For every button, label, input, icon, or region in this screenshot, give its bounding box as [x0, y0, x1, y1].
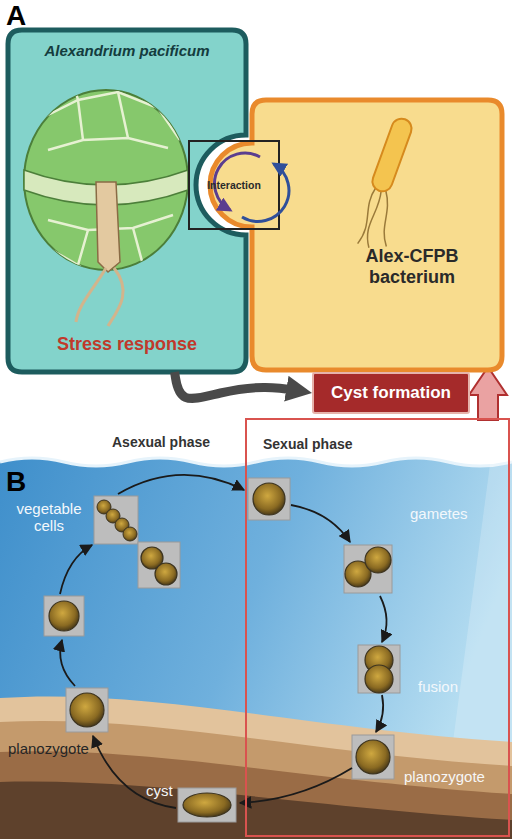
micrograph	[344, 545, 392, 593]
cycle-arrow	[118, 475, 244, 494]
water-body	[0, 458, 512, 839]
vegetative-cell	[155, 563, 177, 585]
micrograph-frame	[358, 645, 400, 693]
bacterium-name: Alex-CFPB bacterium	[352, 246, 472, 287]
sulcus	[96, 182, 120, 272]
bacterium-rod	[370, 116, 415, 194]
plate-suture	[38, 92, 180, 140]
plate-suture	[78, 230, 98, 280]
plate-suture	[43, 245, 78, 265]
planozygote-cell	[70, 693, 104, 727]
fusing-cell	[365, 665, 393, 693]
interaction-arc	[242, 164, 289, 221]
cycle-arrow	[291, 505, 350, 542]
bacterium-illustration	[350, 116, 429, 253]
micrograph-frame	[66, 688, 108, 732]
micrograph-frame	[178, 788, 236, 822]
sediment-layer	[0, 721, 512, 839]
stage-label: vegetable cells	[8, 500, 90, 535]
process-arrow	[175, 372, 312, 399]
micrograph-frame	[352, 735, 394, 779]
vegetative-cell	[49, 601, 79, 631]
bacterium-box: Alex-CFPB bacterium	[252, 100, 502, 370]
cycle-arrow	[376, 695, 383, 732]
sediment-layer	[0, 751, 512, 839]
phase-label: Asexual phase	[112, 434, 242, 450]
micrograph	[138, 542, 180, 588]
stage-label: fusion	[418, 678, 498, 695]
interaction-box: Interaction	[188, 140, 280, 230]
cycle-arrow	[60, 545, 92, 594]
response-label: Stress response	[18, 334, 236, 355]
micrograph	[248, 478, 290, 520]
gamete-cell	[365, 547, 391, 573]
micrograph	[44, 596, 84, 636]
phase-label: Sexual phase	[263, 436, 423, 452]
micrograph-frame	[344, 545, 392, 593]
cyst-cell	[183, 793, 231, 817]
plate-suture	[118, 60, 123, 92]
cycle-arrow	[60, 640, 75, 686]
micrograph-frame	[248, 478, 290, 520]
micrograph-frame	[94, 496, 138, 544]
stage-label: gametes	[410, 505, 500, 522]
sediment-layer	[0, 782, 512, 839]
theca-plates	[38, 60, 180, 280]
micrograph	[178, 788, 236, 822]
dinoflagellate-illustration	[24, 60, 188, 326]
increase-arrow	[469, 367, 507, 420]
node-shape	[252, 100, 502, 370]
life-cycle-arrows	[60, 475, 387, 808]
micrograph	[358, 645, 400, 693]
plate-suture	[118, 92, 128, 138]
stage-label: cyst	[146, 782, 186, 799]
plate-suture	[143, 245, 173, 265]
plate-suture	[78, 100, 83, 140]
plate-suture	[158, 85, 173, 108]
water-surface	[0, 458, 512, 466]
micrograph	[352, 735, 394, 779]
panel-letter: B	[6, 466, 36, 498]
node-shape	[8, 30, 246, 372]
plate-suture	[133, 228, 143, 265]
outcome-label: Cyst formation	[314, 383, 468, 403]
cycle-arrow	[240, 768, 352, 803]
interaction-label: Interaction	[190, 179, 278, 191]
micrograph	[66, 688, 108, 732]
micrograph-frame	[138, 542, 180, 588]
stage-label: planozygote	[404, 768, 504, 785]
micrograph-frame	[44, 596, 84, 636]
alga-cell-box: Alexandrium pacificumStress response	[8, 30, 246, 372]
stage-label: planozygote	[8, 740, 108, 757]
plate-suture	[70, 70, 78, 100]
bacterial-flagellum	[368, 190, 405, 247]
micrograph	[94, 496, 138, 544]
alga-cell-outline	[8, 30, 246, 372]
panel-letter: A	[6, 0, 36, 32]
cycle-arrow	[380, 596, 387, 642]
flagellum	[108, 268, 123, 326]
dinoflagellate-cell	[253, 483, 285, 515]
planozygote-cell	[356, 740, 390, 774]
plate-suture	[48, 138, 168, 150]
chain-cell	[123, 527, 137, 541]
outcome-box: Cyst formation	[312, 372, 470, 414]
species-name: Alexandrium pacificum	[22, 42, 232, 59]
flagellum	[76, 268, 106, 322]
